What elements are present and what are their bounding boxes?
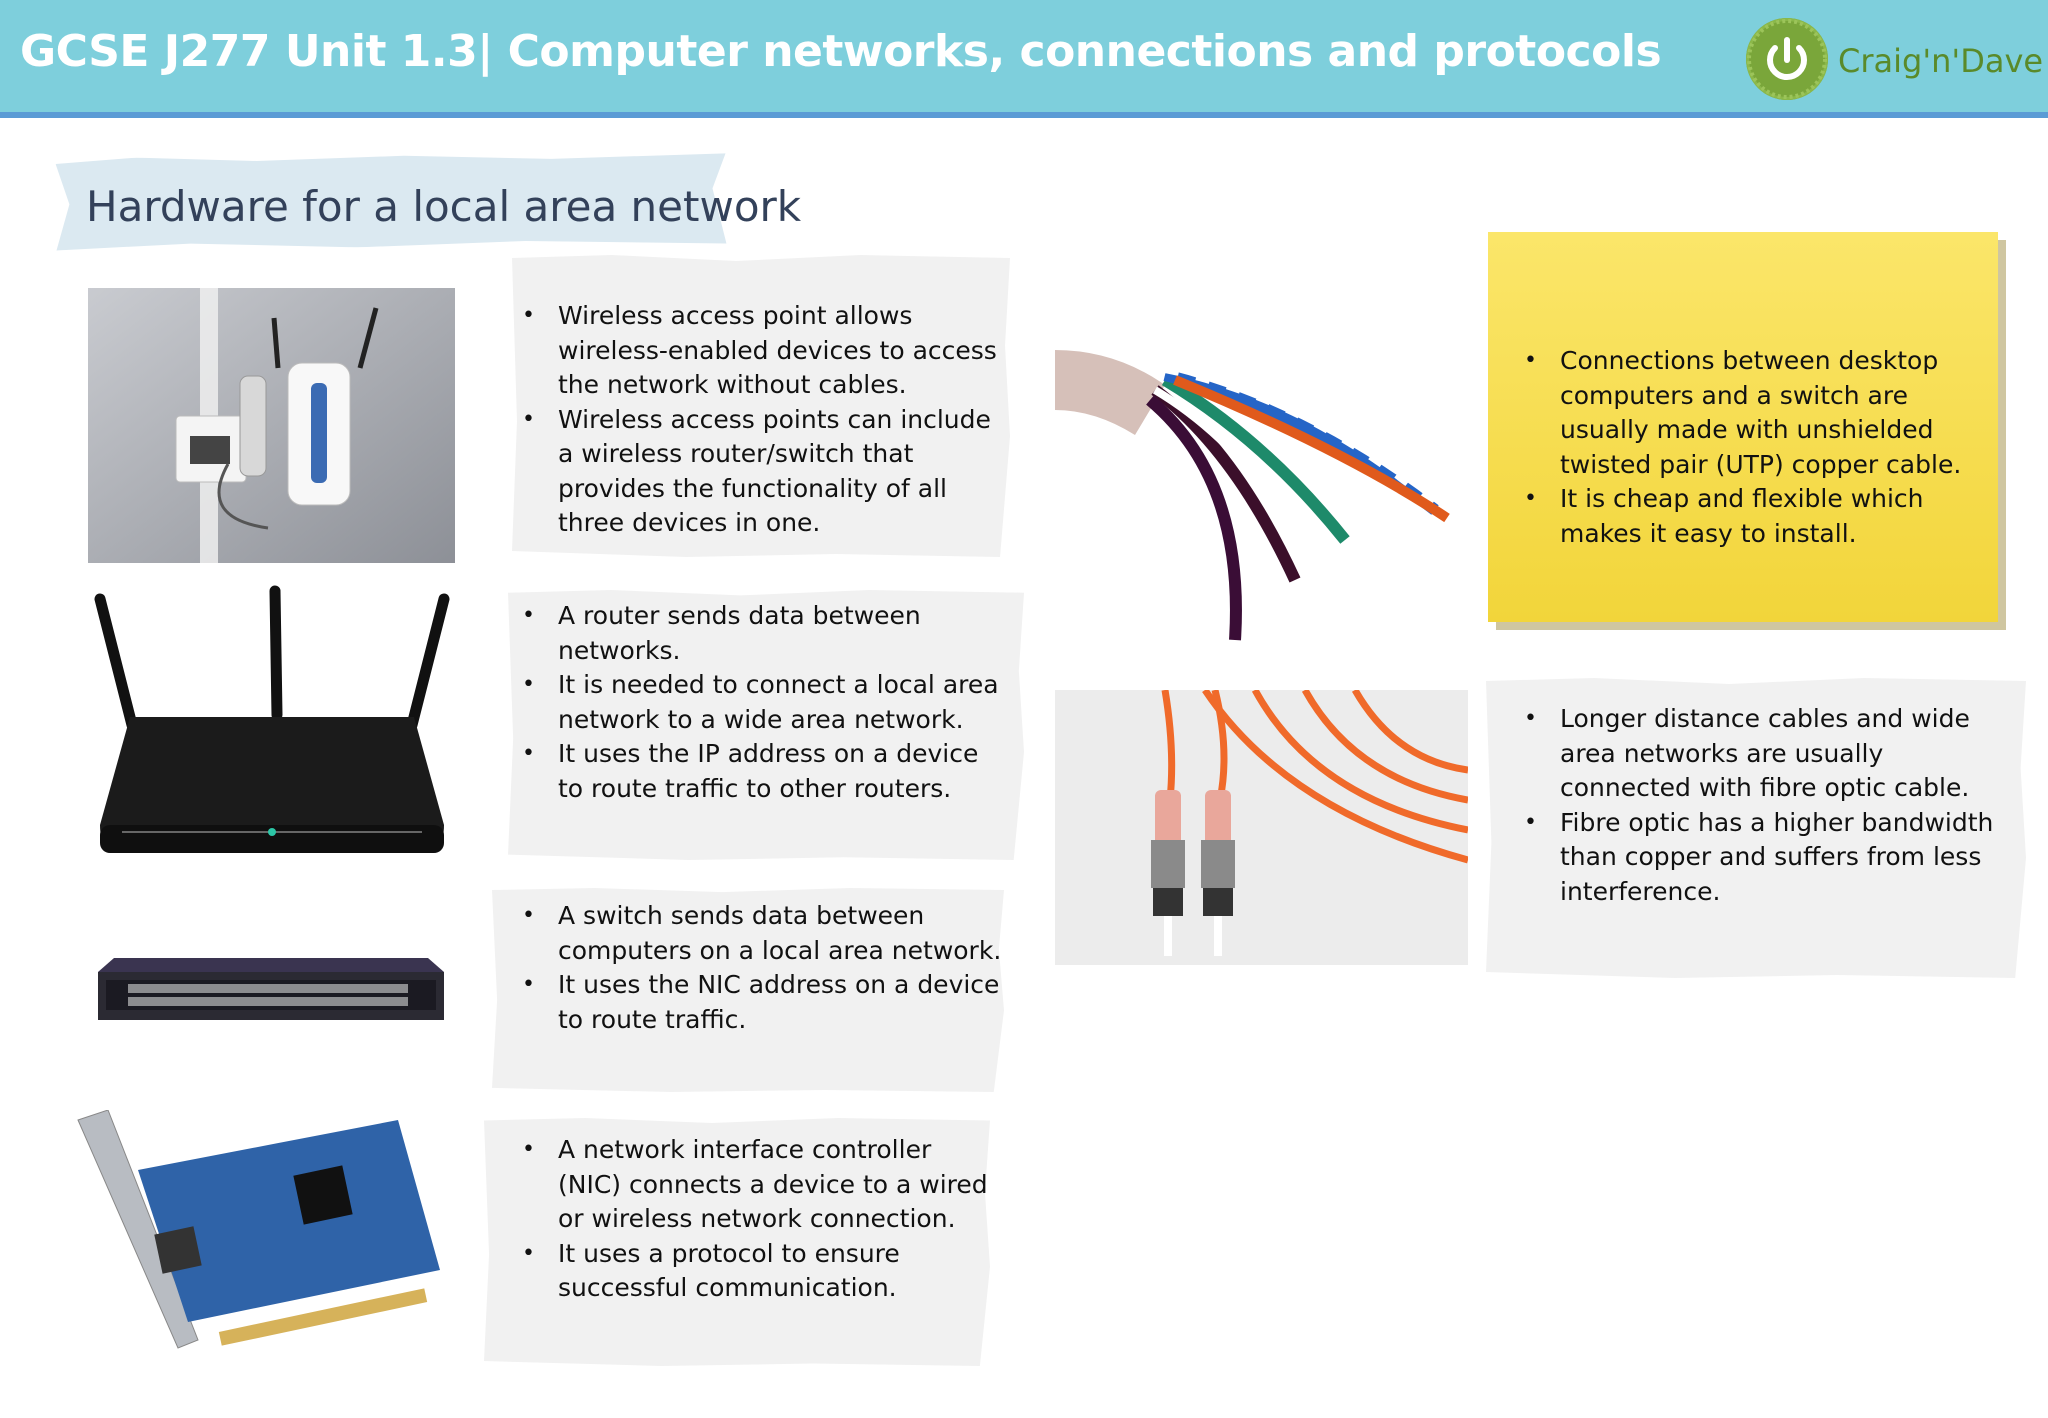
list-item: Longer distance cables and wide area net… xyxy=(1524,702,1994,806)
fibre-bullet-list: Longer distance cables and wide area net… xyxy=(1524,702,1994,909)
header-bar: GCSE J277 Unit 1.3| Computer networks, c… xyxy=(0,0,2048,118)
list-item: Wireless access points can include a wir… xyxy=(522,403,1002,541)
list-item: It is cheap and flexible which makes it … xyxy=(1524,482,1994,551)
wap-bullet-list: Wireless access point allows wireless-en… xyxy=(522,299,1002,541)
network-switch-icon xyxy=(98,958,444,1020)
list-item: Wireless access point allows wireless-en… xyxy=(522,299,1002,403)
list-item: Fibre optic has a higher bandwidth than … xyxy=(1524,806,1994,910)
list-item: It uses the IP address on a device to ro… xyxy=(522,737,1002,806)
list-item: A router sends data between networks. xyxy=(522,599,1002,668)
section-title: Hardware for a local area network xyxy=(86,182,802,231)
list-item: A switch sends data between computers on… xyxy=(522,899,1002,968)
router-icon xyxy=(92,585,452,857)
list-item: Connections between desktop computers an… xyxy=(1524,344,1994,482)
list-item: A network interface controller (NIC) con… xyxy=(522,1133,1002,1237)
network-card-icon xyxy=(68,1109,448,1350)
switch-bullet-list: A switch sends data between computers on… xyxy=(522,899,1002,1037)
list-item: It is needed to connect a local area net… xyxy=(522,668,1002,737)
nic-bullet-list: A network interface controller (NIC) con… xyxy=(522,1133,1002,1306)
fibre-optic-cable-icon xyxy=(1055,688,1469,965)
router-bullet-list: A router sends data between networks. It… xyxy=(522,599,1002,806)
wireless-access-point-icon xyxy=(88,288,455,563)
twisted-pair-cable-icon xyxy=(1055,330,1455,650)
logo-text: Craig'n'Dave xyxy=(1838,42,2044,80)
power-icon xyxy=(1746,18,1828,100)
list-item: It uses the NIC address on a device to r… xyxy=(522,968,1002,1037)
list-item: It uses a protocol to ensure successful … xyxy=(522,1237,1002,1306)
page-title: GCSE J277 Unit 1.3| Computer networks, c… xyxy=(20,26,1662,77)
craig-n-dave-logo: Craig'n'Dave xyxy=(1746,18,2043,100)
utp-bullet-list: Connections between desktop computers an… xyxy=(1524,344,1994,551)
